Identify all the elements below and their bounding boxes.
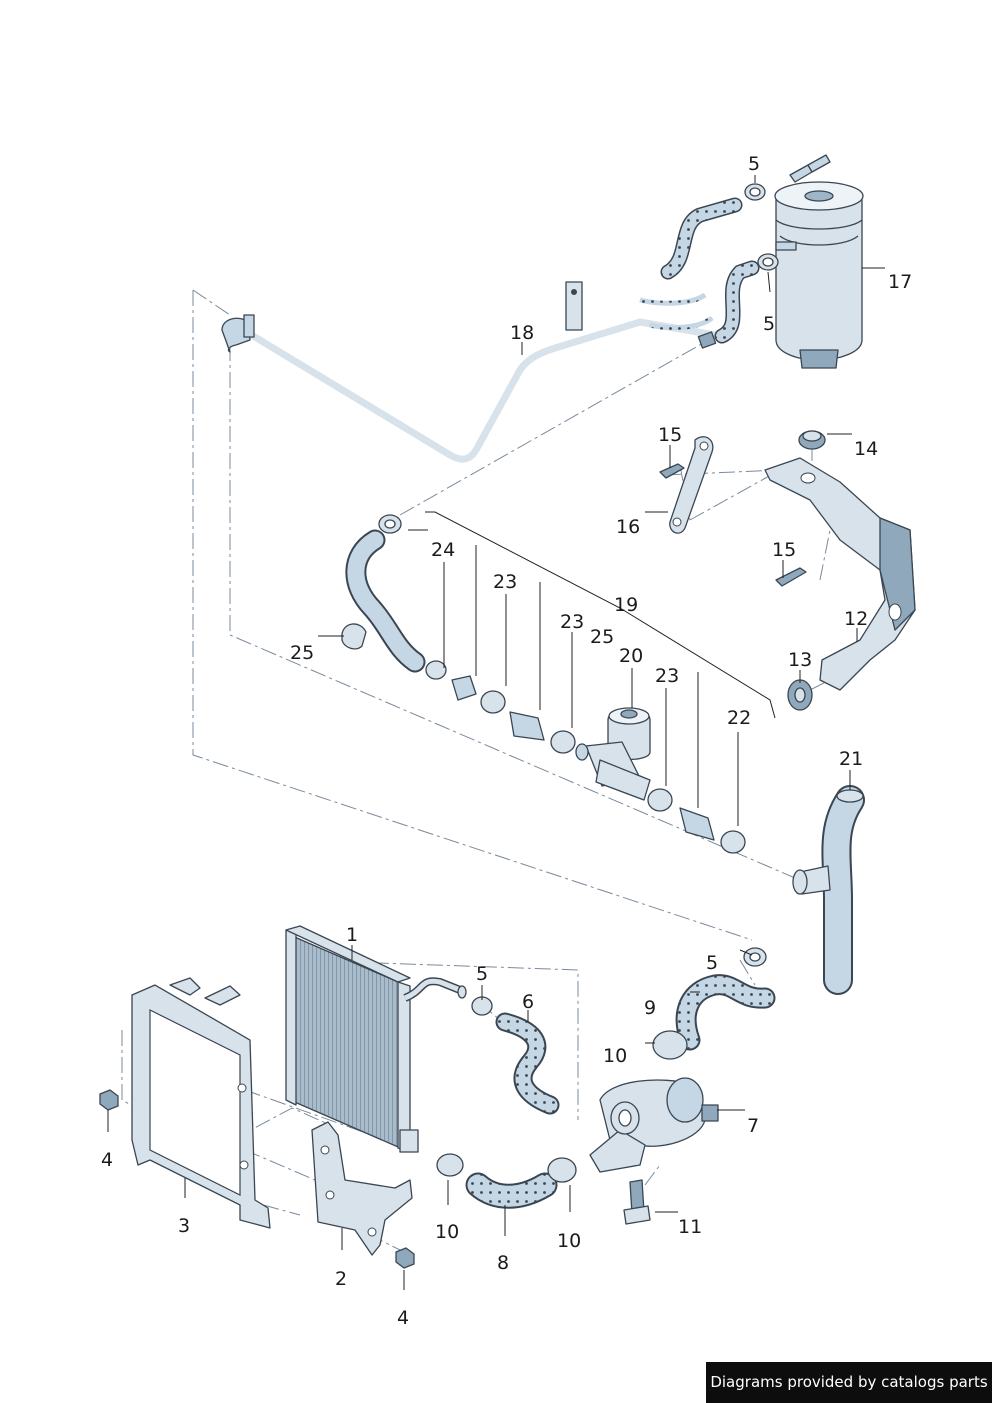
part-21-coolant-pipe — [792, 785, 865, 995]
part-2-bracket — [311, 1121, 413, 1256]
part-3-mounting-frame — [131, 977, 271, 1229]
part-9-hose — [675, 947, 776, 1051]
part-4-nuts — [99, 1089, 415, 1269]
callout-23: 23 — [493, 571, 517, 593]
callout-16: 16 — [616, 516, 640, 538]
part-1-radiator — [285, 925, 467, 1153]
callout-14: 14 — [854, 438, 878, 460]
callout-22: 22 — [727, 707, 751, 729]
part-7-water-pump — [589, 1030, 719, 1173]
callout-labels: 5 17 5 18 15 14 16 15 12 13 24 23 23 19 … — [101, 153, 912, 1329]
part-13-grommet — [787, 679, 813, 711]
callout-10: 10 — [603, 1045, 627, 1067]
callout-1: 1 — [346, 924, 358, 946]
part-12-support-bracket — [764, 457, 916, 691]
callout-17: 17 — [888, 271, 912, 293]
callout-7: 7 — [747, 1115, 759, 1137]
callout-5: 5 — [763, 313, 775, 335]
part-18-coolant-pipe — [221, 281, 719, 463]
callout-4: 4 — [397, 1307, 409, 1329]
callout-6: 6 — [522, 991, 534, 1013]
callout-5: 5 — [748, 153, 760, 175]
callout-13: 13 — [788, 649, 812, 671]
part-5-clamps-upper — [744, 183, 779, 271]
upper-reservoir-hoses — [660, 197, 760, 344]
callout-15: 15 — [772, 539, 796, 561]
callout-10: 10 — [435, 1221, 459, 1243]
callout-9: 9 — [644, 997, 656, 1019]
callout-25: 25 — [590, 626, 614, 648]
callout-5: 5 — [476, 963, 488, 985]
callout-23: 23 — [655, 665, 679, 687]
callout-3: 3 — [178, 1215, 190, 1237]
part-19-hose-assembly — [341, 514, 576, 754]
part-15-rivets — [659, 463, 807, 587]
part-6-hose — [471, 996, 560, 1115]
part-14-grommet — [798, 430, 826, 450]
callout-25: 25 — [290, 642, 314, 664]
footer-banner: Diagrams provided by catalogs parts — [706, 1362, 992, 1403]
callout-20: 20 — [619, 645, 643, 667]
part-17-coolant-reservoir — [774, 154, 864, 369]
leader-lines — [107, 175, 885, 1290]
part-23-hose-sections — [647, 788, 746, 854]
callout-4: 4 — [101, 1149, 113, 1171]
callout-5: 5 — [706, 952, 718, 974]
callout-10: 10 — [557, 1230, 581, 1252]
part-16-bracket — [669, 436, 714, 534]
callout-11: 11 — [678, 1216, 702, 1238]
part-8-hose — [436, 1153, 577, 1209]
part-20-valve-tee — [575, 707, 651, 801]
part-11-bolt — [623, 1179, 651, 1225]
callout-21: 21 — [839, 748, 863, 770]
callout-2: 2 — [335, 1268, 347, 1290]
callout-18: 18 — [510, 322, 534, 344]
callout-8: 8 — [497, 1252, 509, 1274]
callout-15: 15 — [658, 424, 682, 446]
callout-19: 19 — [614, 594, 638, 616]
callout-24: 24 — [431, 539, 455, 561]
callout-12: 12 — [844, 608, 868, 630]
callout-23: 23 — [560, 611, 584, 633]
